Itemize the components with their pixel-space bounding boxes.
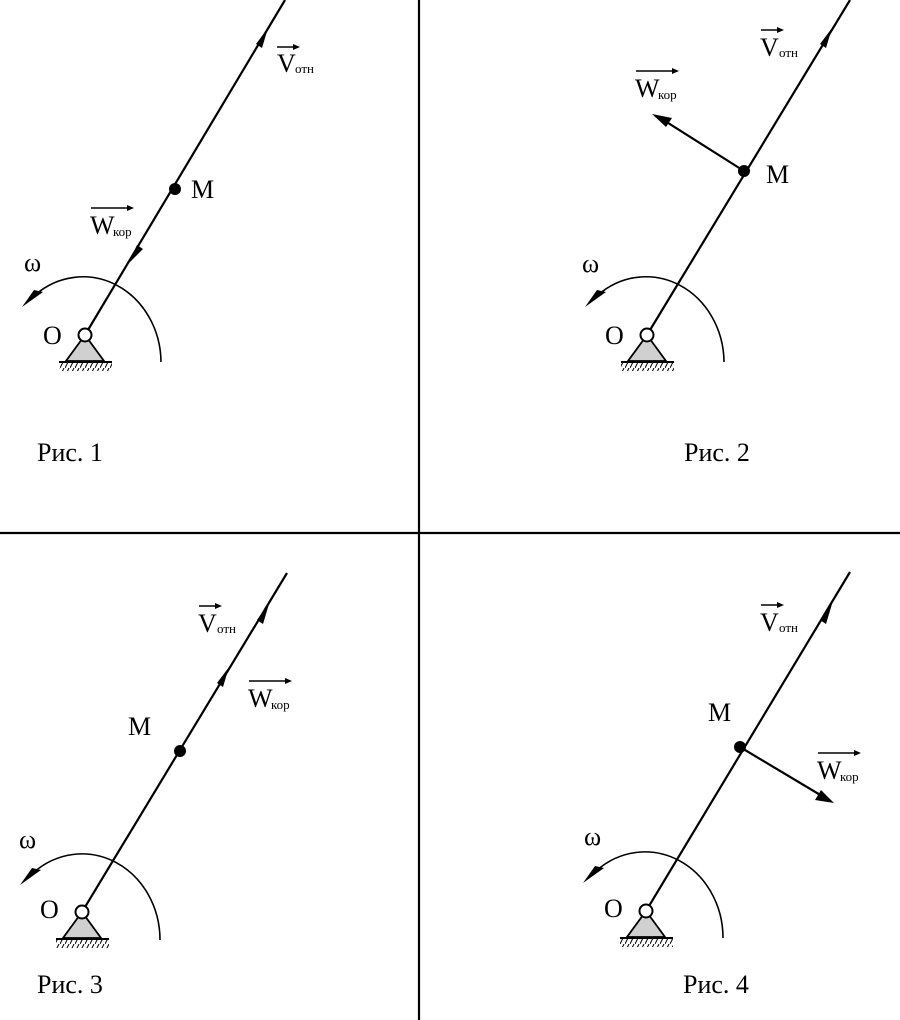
omega-arrowhead (583, 866, 604, 883)
w-cor-main: W (90, 211, 115, 240)
omega-label: ω (19, 825, 36, 854)
pivot-o-label: O (605, 321, 624, 350)
point-m-dot (734, 741, 746, 753)
point-m-label: M (766, 160, 789, 189)
omega-label: ω (582, 249, 599, 278)
figure-4: M O ω V отн W кор Рис. 4 (583, 571, 861, 999)
caption: Рис. 2 (684, 438, 750, 467)
omega-label: ω (24, 248, 41, 277)
w-cor-vector (739, 746, 823, 797)
omega-label: ω (584, 822, 601, 851)
rod (645, 571, 851, 912)
figure-2: M O ω V отн W кор Рис. 2 (582, 0, 851, 467)
v-rel-main: V (760, 33, 779, 62)
w-cor-sub: кор (658, 87, 677, 102)
v-rel-arrowhead (257, 604, 269, 624)
v-rel-sub: отн (295, 61, 314, 76)
caption: Рис. 4 (683, 970, 749, 999)
point-m-dot (169, 183, 181, 195)
w-cor-main: W (248, 684, 273, 713)
point-m-label: M (128, 712, 151, 741)
w-cor-main: W (635, 74, 660, 103)
w-cor-arrowhead (652, 114, 672, 127)
support-hatch (620, 939, 673, 947)
support-hatch (59, 363, 112, 371)
point-m-label: M (191, 175, 214, 204)
point-m-dot (738, 165, 750, 177)
v-rel-arrowhead (820, 604, 832, 624)
point-m-label: M (708, 698, 731, 727)
support-hatch (621, 363, 674, 371)
w-cor-sub: кор (113, 224, 132, 239)
v-rel-label: V отн (277, 44, 314, 78)
omega-arrowhead (585, 290, 606, 307)
w-cor-arrowhead (129, 245, 143, 263)
rod (81, 572, 288, 913)
v-rel-sub: отн (779, 620, 798, 635)
point-m-dot (174, 745, 186, 757)
v-rel-main: V (760, 608, 779, 637)
w-cor-main: W (817, 756, 842, 785)
w-cor-label: W кор (817, 750, 861, 785)
v-rel-sub: отн (217, 621, 236, 636)
v-rel-label: V отн (760, 602, 798, 637)
w-cor-label: W кор (635, 68, 679, 103)
w-cor-arrowhead (815, 790, 834, 803)
w-cor-sub: кор (840, 769, 859, 784)
w-cor-label: W кор (248, 678, 292, 713)
omega-arrowhead (22, 290, 43, 307)
pivot-joint (74, 904, 90, 920)
omega-arc (595, 851, 724, 939)
caption: Рис. 1 (37, 438, 103, 467)
caption: Рис. 3 (37, 970, 103, 999)
w-cor-vector (664, 120, 745, 172)
v-rel-arrowhead (820, 28, 832, 48)
pivot-joint (77, 327, 93, 343)
pivot-joint (638, 903, 654, 919)
v-rel-main: V (277, 49, 296, 78)
v-rel-label: V отн (198, 603, 236, 638)
w-cor-label: W кор (90, 205, 134, 240)
omega-arrowhead (20, 868, 41, 885)
v-rel-arrowhead (256, 28, 268, 48)
pivot-o-label: O (40, 895, 59, 924)
figure-3: M O ω V отн W кор Рис. 3 (19, 572, 292, 999)
w-cor-sub: кор (271, 697, 290, 712)
pivot-o-label: O (43, 321, 62, 350)
omega-arc (34, 276, 162, 363)
v-rel-sub: отн (779, 45, 798, 60)
v-rel-label: V отн (760, 27, 798, 62)
omega-arc (597, 276, 725, 363)
pivot-joint (639, 327, 655, 343)
omega-arc (32, 853, 161, 941)
v-rel-main: V (198, 609, 217, 638)
figure-1: M O ω V отн W кор Рис. 1 (22, 0, 314, 467)
support-hatch (56, 940, 109, 948)
rod (84, 0, 286, 336)
pivot-o-label: O (604, 894, 623, 923)
w-cor-arrowhead (217, 667, 229, 687)
